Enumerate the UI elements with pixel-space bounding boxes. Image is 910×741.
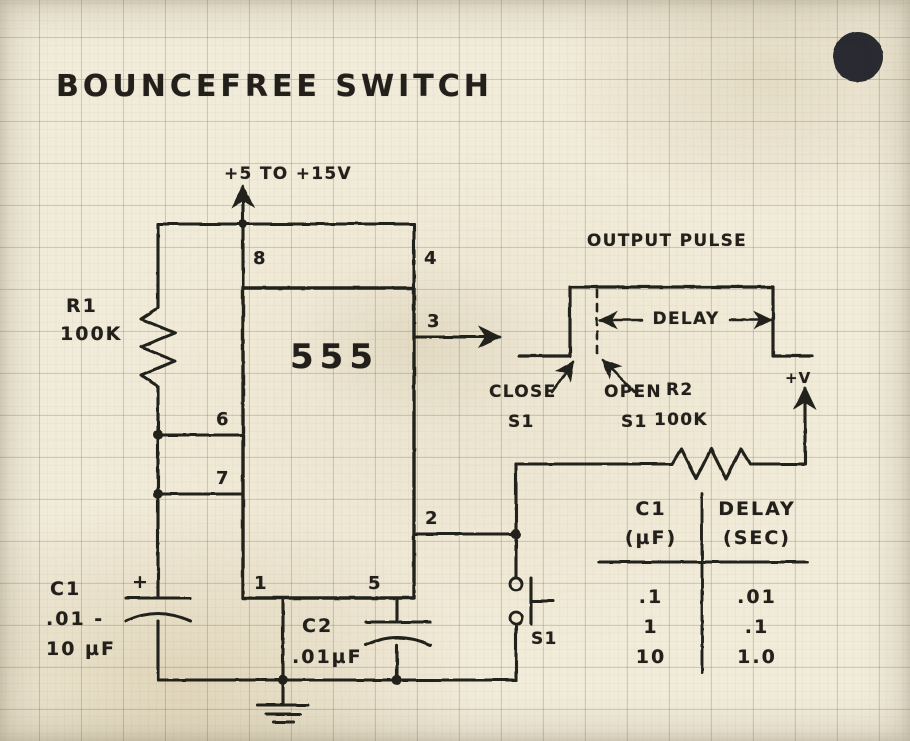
r2-ref: R2 (666, 380, 694, 400)
pin-label-2: 2 (425, 508, 438, 529)
pin-label-4: 4 (424, 248, 437, 269)
resistor-r2 (662, 447, 764, 481)
pin-label-7: 7 (216, 468, 229, 489)
table-header-left-line2: (µF) (624, 527, 678, 549)
wire-pullup-to-plusv (760, 418, 807, 466)
ic-part-number: 555 (290, 337, 379, 377)
waveform-caption: OUTPUT PULSE (586, 231, 748, 251)
table-cell-c1-2: 10 (635, 646, 667, 668)
delay-label: DELAY (652, 309, 720, 329)
table-cell-delay-1: .1 (744, 616, 770, 638)
plus-v-label: +V (785, 369, 812, 387)
c2-value: .01µF (292, 646, 363, 668)
s1-ref: S1 (531, 629, 558, 649)
table-header-left-line1: C1 (635, 498, 667, 520)
c2-ref: C2 (302, 615, 334, 637)
pin-label-6: 6 (216, 409, 229, 430)
switch-s1-contact-bottom (508, 610, 524, 626)
table-cell-delay-2: 1.0 (737, 646, 777, 668)
r1-value: 100K (60, 323, 123, 345)
annotation-open-s1-line1: OPEN (604, 382, 662, 402)
supply-label: +5 TO +15V (223, 164, 353, 184)
waveform-output-pulse (517, 285, 814, 358)
r2-value: 100K (654, 410, 708, 430)
pin-label-1: 1 (254, 573, 267, 594)
ink-blot (833, 32, 883, 82)
pin-label-8: 8 (253, 248, 266, 269)
annotation-close-s1-line2: S1 (508, 412, 535, 432)
c1-ref: C1 (50, 578, 82, 600)
table-cell-c1-1: 1 (643, 616, 659, 638)
r1-ref: R1 (66, 295, 98, 317)
page-title: BOUNCEFREE SWITCH (56, 69, 493, 104)
pin-label-3: 3 (427, 311, 440, 332)
capacitor-c1-plate-curved (124, 612, 192, 623)
arrow-close-s1 (550, 360, 575, 394)
table-cell-c1-0: .1 (638, 586, 664, 608)
junction-c2-ground (392, 675, 402, 685)
resistor-r1 (139, 300, 177, 397)
junction-pin7 (153, 489, 163, 499)
pin-label-5: 5 (368, 573, 381, 594)
ic-555-body (241, 286, 416, 600)
junction-pin6 (153, 430, 163, 440)
table-cell-delay-0: .01 (737, 586, 777, 608)
arrow-open-s1 (601, 358, 637, 394)
capacitor-c2-plate-curved (364, 636, 432, 647)
annotation-open-s1-line2: S1 (621, 412, 648, 432)
annotation-close-s1-line1: CLOSE (489, 382, 557, 402)
c1-value-line1: .01 - (46, 608, 105, 630)
c1-polarity-mark: + (132, 571, 150, 593)
switch-s1-contact-top (508, 576, 524, 592)
table-header-right-line1: DELAY (718, 498, 796, 520)
table-header-right-line2: (SEC) (723, 527, 791, 549)
c1-value-line2: 10 µF (46, 638, 117, 660)
